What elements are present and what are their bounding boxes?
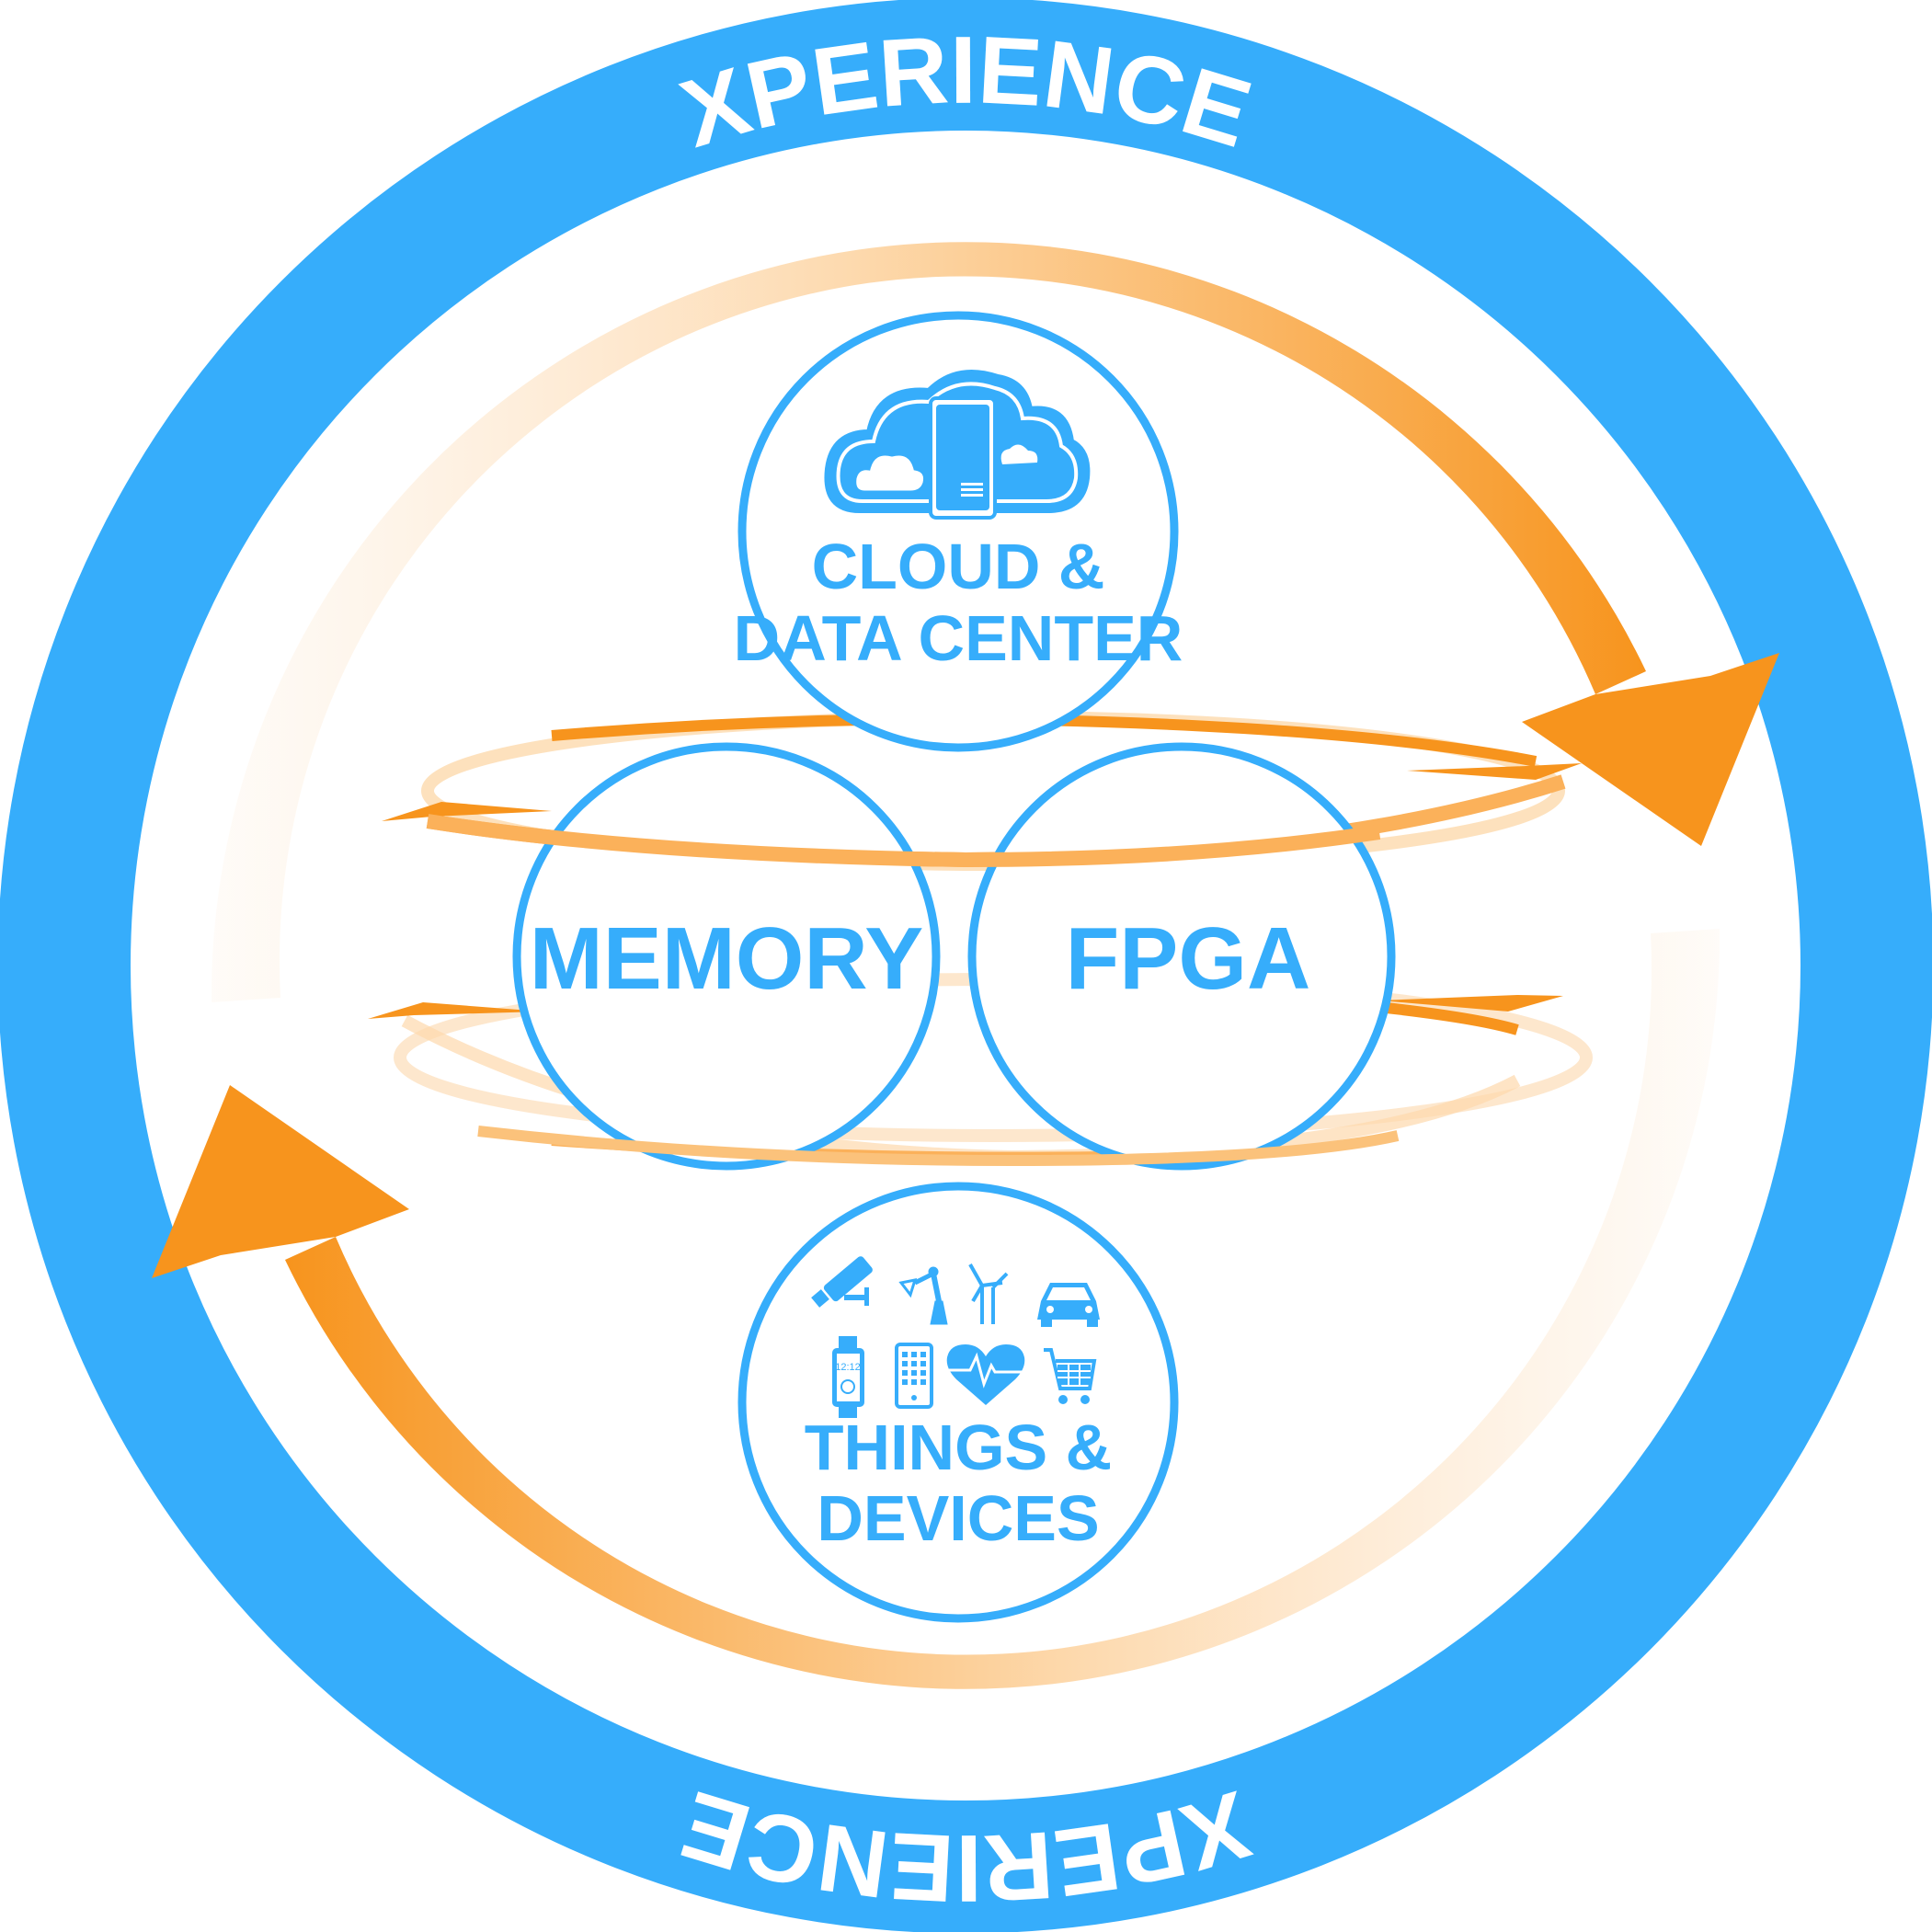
things-label-line1: THINGS &: [805, 1412, 1112, 1483]
watch-time: 12:12: [835, 1362, 861, 1373]
things-devices-node: 12:12: [737, 1182, 1179, 1623]
tablet-icon: [895, 1343, 933, 1409]
wind-turbine-icon: [968, 1263, 1009, 1324]
cloud-data-center-node: CLOUD & DATA CENTER: [734, 311, 1183, 752]
car-icon: [1037, 1283, 1100, 1327]
swirl-front-lower: [477, 1126, 1400, 1167]
connectivity-arrow-upper: [211, 242, 1779, 1003]
cloud-label-line2: DATA CENTER: [734, 602, 1183, 674]
cloud-server-icon: [824, 370, 1091, 520]
things-label-line2: DEVICES: [817, 1482, 1099, 1554]
security-camera-icon: [811, 1256, 873, 1308]
heart-monitor-icon: [946, 1344, 1025, 1405]
shopping-cart-icon: [1044, 1348, 1097, 1404]
connectivity-arrow-lower: [152, 929, 1721, 1689]
memory-node: MEMORY: [512, 742, 941, 1171]
robot-arm-icon: [898, 1266, 948, 1325]
cloud-label-line1: CLOUD &: [812, 531, 1105, 602]
memory-label: MEMORY: [530, 909, 923, 1008]
smartwatch-icon: 12:12: [832, 1336, 864, 1418]
swirl-front-upper: [426, 814, 1381, 868]
fpga-label: FPGA: [1066, 909, 1311, 1008]
fpga-node: FPGA: [967, 742, 1396, 1171]
